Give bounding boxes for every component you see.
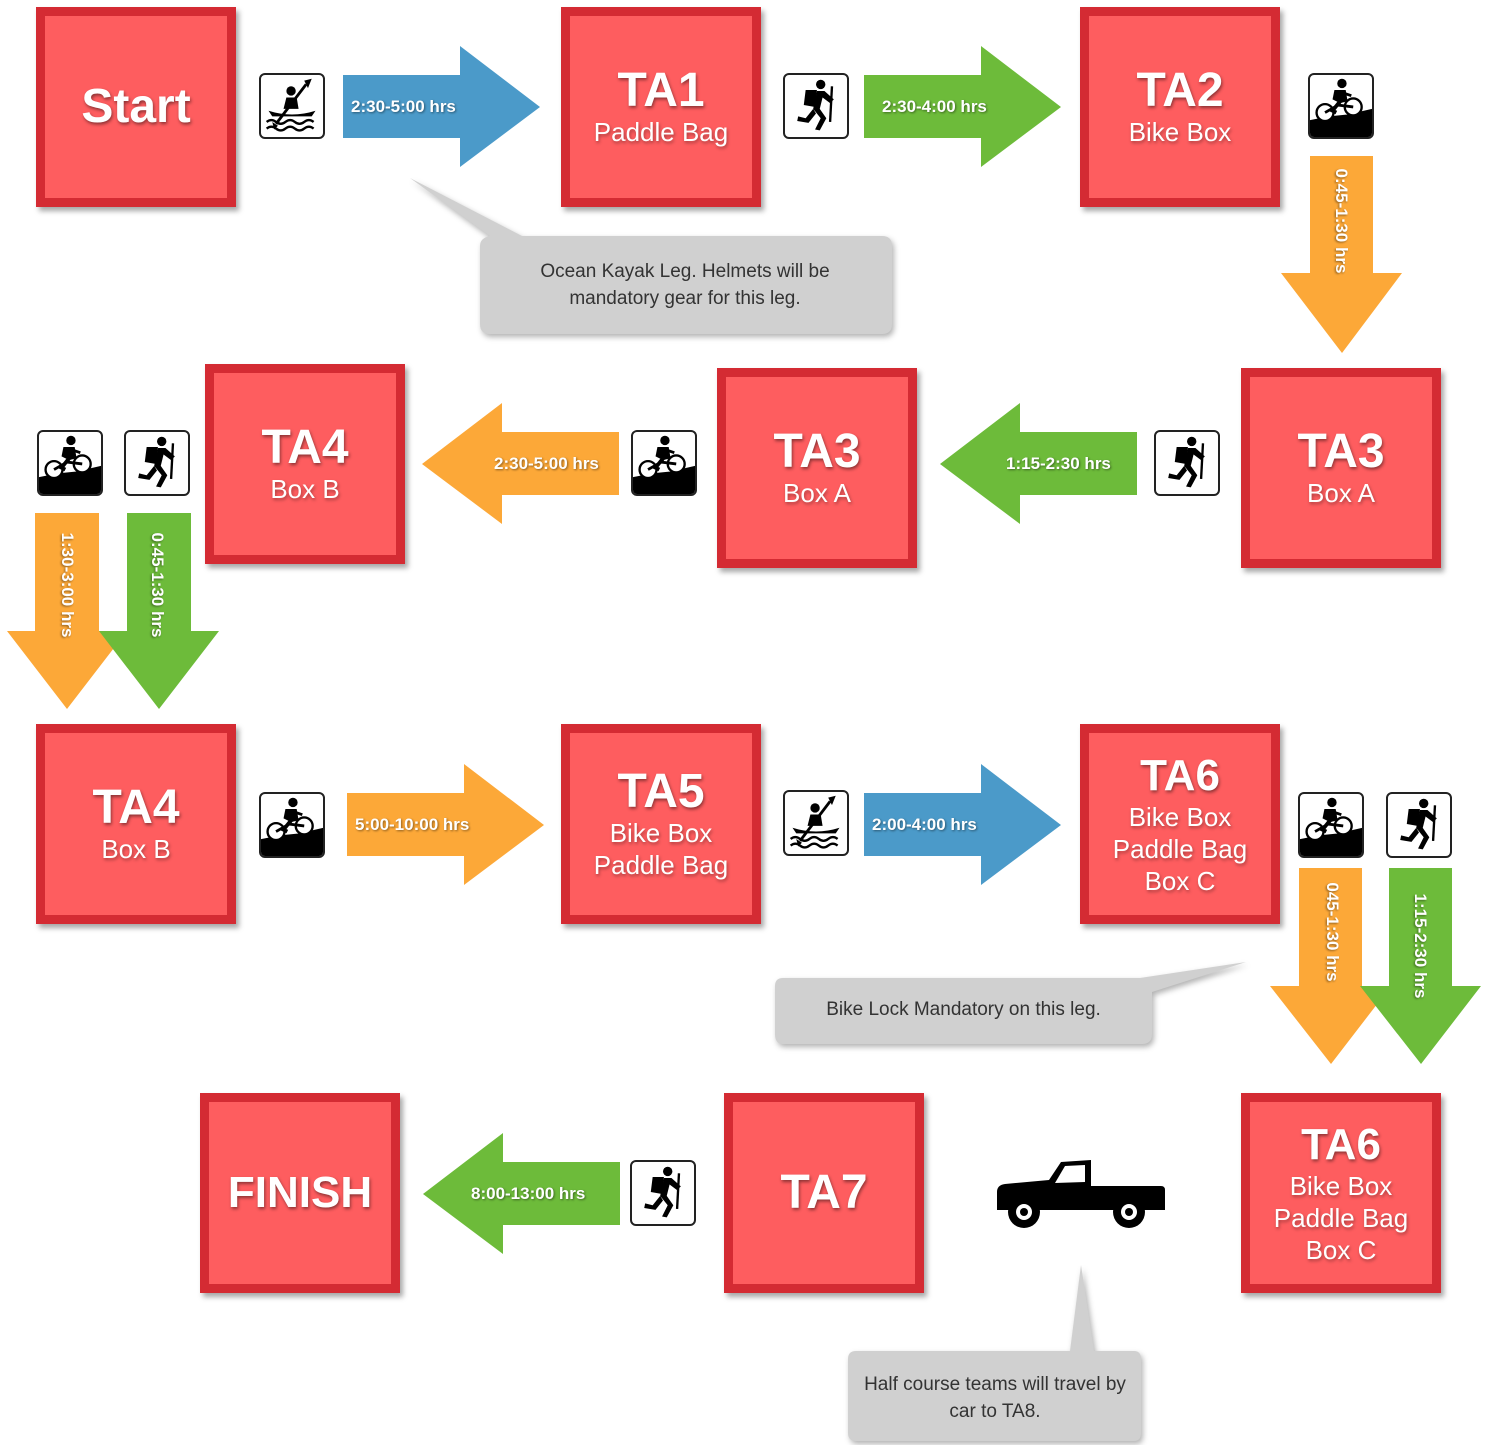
arrow-ta4-ta5: 5:00-10:00 hrs [347, 764, 544, 885]
arrow-shape [423, 1133, 620, 1254]
node-item: Paddle Bag [1273, 1203, 1409, 1233]
node-item: Box A [783, 478, 851, 508]
callout-car: Half course teams will travel by car to … [848, 1265, 1142, 1443]
leg-duration: 5:00-10:00 hrs [355, 815, 470, 834]
arrow-shape [864, 764, 1061, 885]
leg-duration: 2:30-4:00 hrs [882, 97, 987, 116]
arrow-start-ta1: 2:30-5:00 hrs [343, 46, 540, 167]
hiker-icon [630, 1160, 696, 1226]
leg-duration: 0:45-1:30 hrs [148, 532, 167, 638]
arrow-shape [940, 403, 1137, 524]
node-ta2: TA2 Bike Box [1080, 7, 1280, 207]
callout-text: Half course teams will travel by car to … [864, 1374, 1126, 1422]
node-item: Box C [1305, 1235, 1377, 1265]
arrow-ta6-ta6-trek: 1:15-2:30 hrs [1360, 868, 1481, 1064]
arrow-shape [7, 513, 127, 709]
node-item: Box B [270, 474, 340, 504]
arrow-shape [99, 513, 219, 709]
arrow-shape [1281, 156, 1402, 353]
node-finish: FINISH [200, 1093, 400, 1293]
callout-bike-lock: Bike Lock Mandatory on this leg. [775, 962, 1247, 1045]
callout-kayak: Ocean Kayak Leg. Helmets will be mandato… [410, 178, 893, 336]
mountain-bike-icon [259, 792, 325, 858]
callout-text: Ocean Kayak Leg. Helmets will be mandato… [540, 261, 830, 309]
leg-duration: 045-1:30 hrs [1323, 882, 1342, 982]
leg-duration: 0:45-1:30 hrs [1332, 168, 1351, 274]
node-ta6-top: TA6 Bike Box Paddle Bag Box C [1080, 724, 1280, 924]
node-start: Start [36, 7, 236, 207]
node-ta1: TA1 Paddle Bag [561, 7, 761, 207]
arrow-shape [1270, 868, 1391, 1064]
node-ta4-bottom: TA4 Box B [36, 724, 236, 924]
node-title: TA3 [773, 425, 861, 478]
node-title: TA6 [1301, 1120, 1381, 1169]
node-ta5: TA5 Bike Box Paddle Bag [561, 724, 761, 924]
mountain-bike-icon [1308, 73, 1374, 139]
node-item: Bike Box [1289, 1171, 1393, 1201]
arrow-shape [343, 46, 540, 167]
mountain-bike-icon [1298, 792, 1364, 858]
node-title: TA1 [617, 64, 705, 117]
node-title: TA4 [261, 421, 349, 474]
node-ta6-bottom: TA6 Bike Box Paddle Bag Box C [1241, 1093, 1441, 1293]
node-title: TA4 [92, 781, 180, 834]
node-title: TA5 [617, 765, 705, 818]
arrow-ta4-ta4-trek: 0:45-1:30 hrs [99, 513, 219, 709]
pickup-truck-icon [993, 1158, 1168, 1228]
node-item: Paddle Bag [593, 850, 729, 880]
leg-duration: 8:00-13:00 hrs [471, 1184, 586, 1203]
arrow-ta3-ta3: 1:15-2:30 hrs [940, 403, 1137, 524]
node-item: Paddle Bag [1112, 834, 1248, 864]
arrow-ta3-ta4: 2:30-5:00 hrs [422, 403, 619, 524]
node-ta3-mid: TA3 Box A [717, 368, 917, 568]
arrow-ta1-ta2: 2:30-4:00 hrs [864, 46, 1061, 167]
node-item: Box B [101, 834, 171, 864]
leg-duration: 2:00-4:00 hrs [872, 815, 977, 834]
node-ta7: TA7 [724, 1093, 924, 1293]
node-item: Paddle Bag [593, 117, 729, 147]
leg-duration: 1:15-2:30 hrs [1006, 454, 1111, 473]
node-item: Bike Box [1128, 802, 1232, 832]
arrow-shape [347, 764, 544, 885]
arrow-shape [864, 46, 1061, 167]
node-item: Box C [1144, 866, 1216, 896]
arrow-shape [1360, 868, 1481, 1064]
leg-duration: 2:30-5:00 hrs [351, 97, 456, 116]
node-title: TA6 [1140, 751, 1220, 800]
arrow-shape [422, 403, 619, 524]
kayak-icon [259, 73, 325, 139]
node-item: Box A [1307, 478, 1375, 508]
node-title: FINISH [227, 1168, 373, 1217]
node-ta4-top: TA4 Box B [205, 364, 405, 564]
arrow-ta4-ta4-bike: 1:30-3:00 hrs [7, 513, 127, 709]
node-title: Start [81, 80, 191, 133]
arrow-ta2-ta3: 0:45-1:30 hrs [1281, 156, 1402, 353]
arrow-ta5-ta6: 2:00-4:00 hrs [864, 764, 1061, 885]
leg-duration: 1:30-3:00 hrs [58, 532, 77, 638]
hiker-icon [783, 73, 849, 139]
hiker-icon [1386, 792, 1452, 858]
node-item: Bike Box [1128, 117, 1232, 147]
node-title: TA7 [780, 1166, 868, 1219]
mountain-bike-icon [37, 430, 103, 496]
arrow-ta6-ta6-bike: 045-1:30 hrs [1270, 868, 1391, 1064]
node-ta3-right: TA3 Box A [1241, 368, 1441, 568]
leg-duration: 2:30-5:00 hrs [494, 454, 599, 473]
node-title: TA2 [1136, 64, 1224, 117]
arrow-ta7-finish: 8:00-13:00 hrs [423, 1133, 620, 1254]
kayak-icon [783, 790, 849, 856]
leg-duration: 1:15-2:30 hrs [1411, 893, 1430, 999]
hiker-icon [1154, 430, 1220, 496]
callout-text: Bike Lock Mandatory on this leg. [826, 999, 1101, 1020]
hiker-icon [124, 430, 190, 496]
node-item: Bike Box [609, 818, 713, 848]
mountain-bike-icon [631, 430, 697, 496]
node-title: TA3 [1297, 425, 1385, 478]
